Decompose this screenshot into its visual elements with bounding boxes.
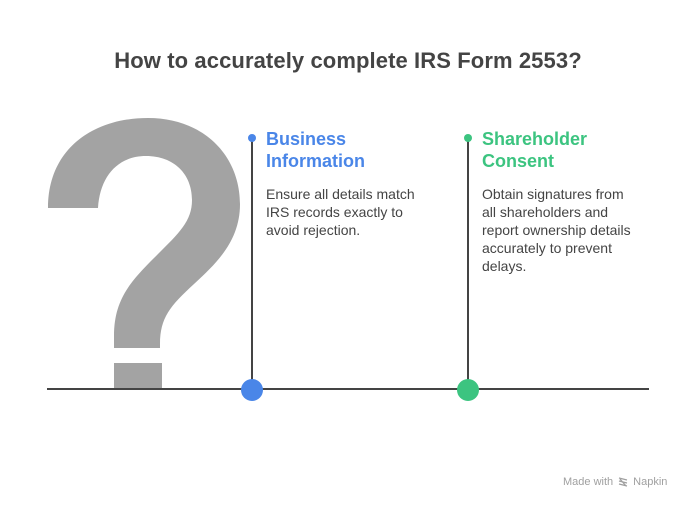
napkin-watermark: Made with Napkin — [563, 476, 668, 488]
step-2-marker-top — [464, 134, 472, 142]
page-title: How to accurately complete IRS Form 2553… — [114, 48, 582, 73]
step-1-description: Ensure all details match IRS records exa… — [266, 186, 415, 238]
step-1-connector — [251, 137, 253, 390]
step-1-marker-top — [248, 134, 256, 142]
step-2-connector — [467, 137, 469, 390]
timeline-baseline — [47, 388, 649, 390]
napkin-logo-icon — [618, 477, 628, 487]
step-1-marker — [241, 379, 263, 401]
step-2-description: Obtain signatures from all shareholders … — [482, 186, 631, 274]
step-2-marker — [457, 379, 479, 401]
step-2-heading: Shareholder Consent — [482, 129, 588, 171]
question-mark-icon — [48, 118, 240, 390]
step-1-heading: Business Information — [266, 129, 365, 171]
